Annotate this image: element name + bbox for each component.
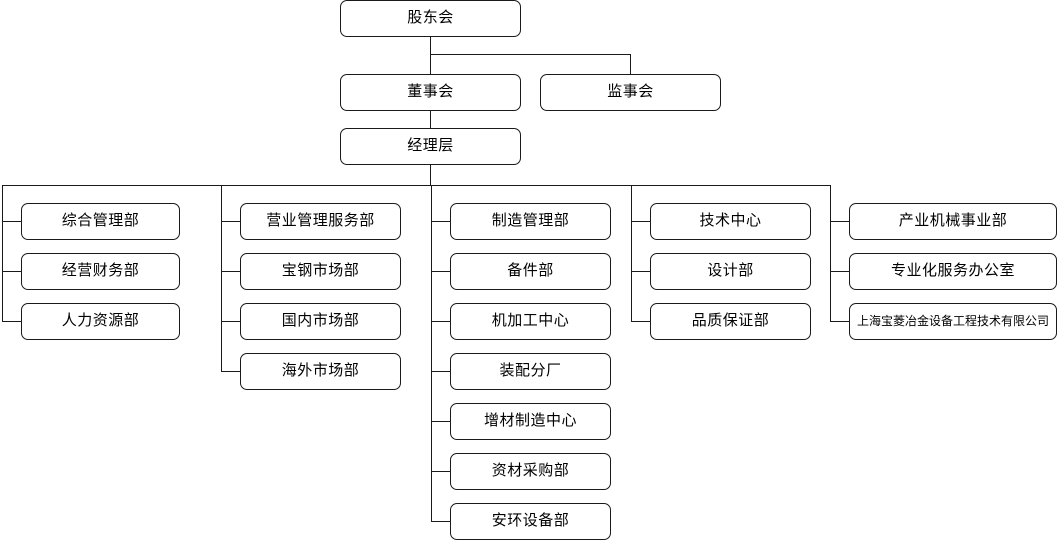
connector-column-1-stub-1 bbox=[2, 221, 21, 222]
node-column-5-item-1[interactable]: 产业机械事业部 bbox=[849, 203, 1057, 240]
connector-supervisors-drop bbox=[630, 54, 631, 74]
connector-column-5-spine bbox=[830, 185, 831, 322]
connector-column-4-stub-2 bbox=[631, 271, 650, 272]
node-column-2-item-1[interactable]: 营业管理服务部 bbox=[240, 203, 401, 240]
node-management-level[interactable]: 经理层 bbox=[340, 128, 521, 165]
connector-column-3-spine bbox=[431, 185, 432, 522]
node-column-3-item-5[interactable]: 增材制造中心 bbox=[450, 403, 611, 440]
node-column-4-item-3[interactable]: 品质保证部 bbox=[650, 303, 811, 340]
connector-shareholders-bus bbox=[430, 54, 631, 55]
node-column-3-item-6[interactable]: 资材采购部 bbox=[450, 453, 611, 490]
connector-column-3-stub-7 bbox=[431, 521, 450, 522]
connector-main-bus bbox=[2, 185, 831, 186]
connector-column-2-stub-4 bbox=[221, 371, 240, 372]
node-board-of-directors[interactable]: 董事会 bbox=[340, 74, 521, 111]
connector-column-5-stub-3 bbox=[830, 321, 849, 322]
connector-column-3-stub-2 bbox=[431, 271, 450, 272]
connector-column-2-stub-3 bbox=[221, 321, 240, 322]
connector-column-3-stub-4 bbox=[431, 371, 450, 372]
node-column-3-item-4[interactable]: 装配分厂 bbox=[450, 353, 611, 390]
connector-column-1-stub-2 bbox=[2, 271, 21, 272]
connector-column-2-stub-2 bbox=[221, 271, 240, 272]
node-column-2-item-3[interactable]: 国内市场部 bbox=[240, 303, 401, 340]
connector-column-3-stub-5 bbox=[431, 421, 450, 422]
node-column-1-item-1[interactable]: 综合管理部 bbox=[21, 203, 180, 240]
node-column-5-item-2[interactable]: 专业化服务办公室 bbox=[849, 253, 1057, 290]
connector-column-2-stub-1 bbox=[221, 221, 240, 222]
connector-column-1-stub-3 bbox=[2, 321, 21, 322]
connector-shareholders-drop bbox=[430, 37, 431, 54]
connector-column-4-stub-3 bbox=[631, 321, 650, 322]
connector-board-to-management bbox=[430, 111, 431, 128]
node-shareholders[interactable]: 股东会 bbox=[340, 0, 521, 37]
connector-column-3-stub-1 bbox=[431, 221, 450, 222]
connector-column-3-stub-6 bbox=[431, 471, 450, 472]
node-column-3-item-3[interactable]: 机加工中心 bbox=[450, 303, 611, 340]
connector-column-4-spine bbox=[631, 185, 632, 322]
connector-column-5-stub-1 bbox=[830, 221, 849, 222]
connector-board-drop bbox=[430, 54, 431, 74]
connector-column-5-stub-2 bbox=[830, 271, 849, 272]
node-column-3-item-2[interactable]: 备件部 bbox=[450, 253, 611, 290]
node-column-1-item-2[interactable]: 经营财务部 bbox=[21, 253, 180, 290]
node-column-3-item-7[interactable]: 安环设备部 bbox=[450, 503, 611, 540]
node-column-4-item-1[interactable]: 技术中心 bbox=[650, 203, 811, 240]
connector-column-3-stub-3 bbox=[431, 321, 450, 322]
node-column-5-item-3[interactable]: 上海宝菱冶金设备工程技术有限公司 bbox=[849, 303, 1057, 340]
node-column-1-item-3[interactable]: 人力资源部 bbox=[21, 303, 180, 340]
node-column-3-item-1[interactable]: 制造管理部 bbox=[450, 203, 611, 240]
connector-management-drop bbox=[430, 165, 431, 185]
node-board-of-supervisors[interactable]: 监事会 bbox=[540, 74, 721, 111]
connector-column-1-spine bbox=[2, 185, 3, 322]
connector-column-4-stub-1 bbox=[631, 221, 650, 222]
node-column-2-item-2[interactable]: 宝钢市场部 bbox=[240, 253, 401, 290]
node-column-2-item-4[interactable]: 海外市场部 bbox=[240, 353, 401, 390]
node-column-4-item-2[interactable]: 设计部 bbox=[650, 253, 811, 290]
connector-column-2-spine bbox=[221, 185, 222, 372]
